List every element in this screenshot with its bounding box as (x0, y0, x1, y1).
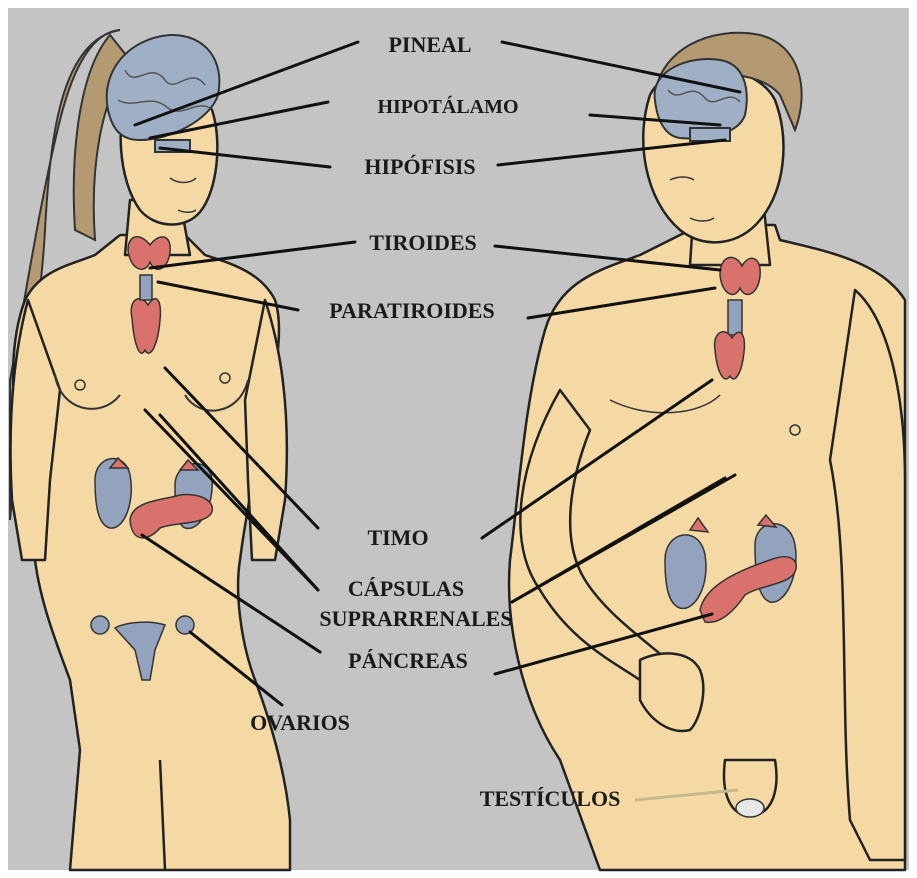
label-capsulas-line1: CÁPSULAS (348, 576, 464, 601)
label-hipofisis: HIPÓFISIS (364, 154, 475, 179)
label-ovarios: OVARIOS (250, 710, 350, 735)
female-trachea (140, 275, 152, 300)
male-brain (655, 59, 747, 138)
label-pineal: PINEAL (388, 32, 471, 57)
label-timo: TIMO (367, 525, 428, 550)
label-paratiroides: PARATIROIDES (329, 298, 494, 323)
label-testiculos: TESTÍCULOS (480, 786, 621, 811)
female-ovary-left (91, 616, 109, 634)
male-trachea (728, 300, 742, 335)
label-tiroides: TIROIDES (369, 230, 477, 255)
male-thymus (715, 332, 745, 379)
male-thyroid (720, 257, 760, 294)
label-pancreas: PÁNCREAS (348, 648, 468, 673)
label-hipotalamo: HIPOTÁLAMO (377, 95, 518, 118)
label-capsulas-line2: SUPRARRENALES (319, 606, 512, 631)
male-testicles (736, 799, 764, 817)
